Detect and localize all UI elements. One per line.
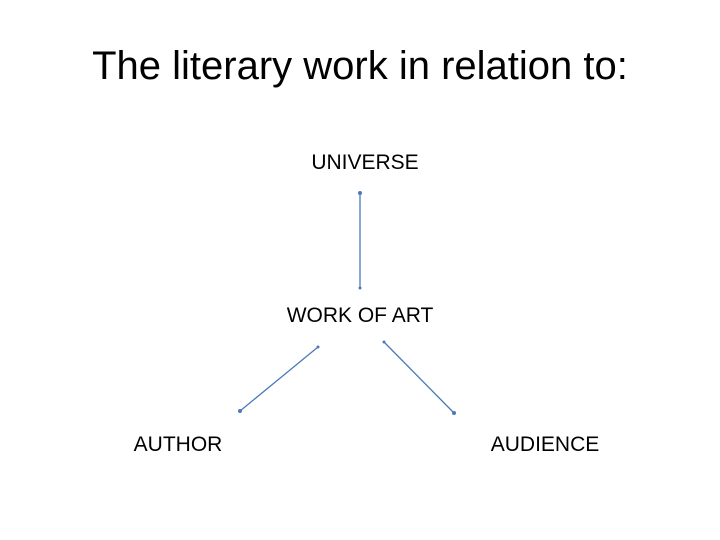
slide-title: The literary work in relation to: <box>92 44 628 88</box>
connector-dot-audience <box>452 411 456 415</box>
connector-dot-author <box>238 409 242 413</box>
connector-work-to-author <box>239 346 319 412</box>
connector-dot-work-top <box>358 286 362 290</box>
connector-dot-work-right <box>382 340 386 344</box>
connector-dot-universe <box>358 191 362 195</box>
node-universe: UNIVERSE <box>311 151 419 174</box>
node-work-of-art: WORK OF ART <box>286 304 434 327</box>
node-audience: AUDIENCE <box>490 433 600 456</box>
connector-dot-work-left <box>316 345 320 349</box>
node-author: AUTHOR <box>133 433 223 456</box>
connector-work-to-audience <box>383 341 455 414</box>
